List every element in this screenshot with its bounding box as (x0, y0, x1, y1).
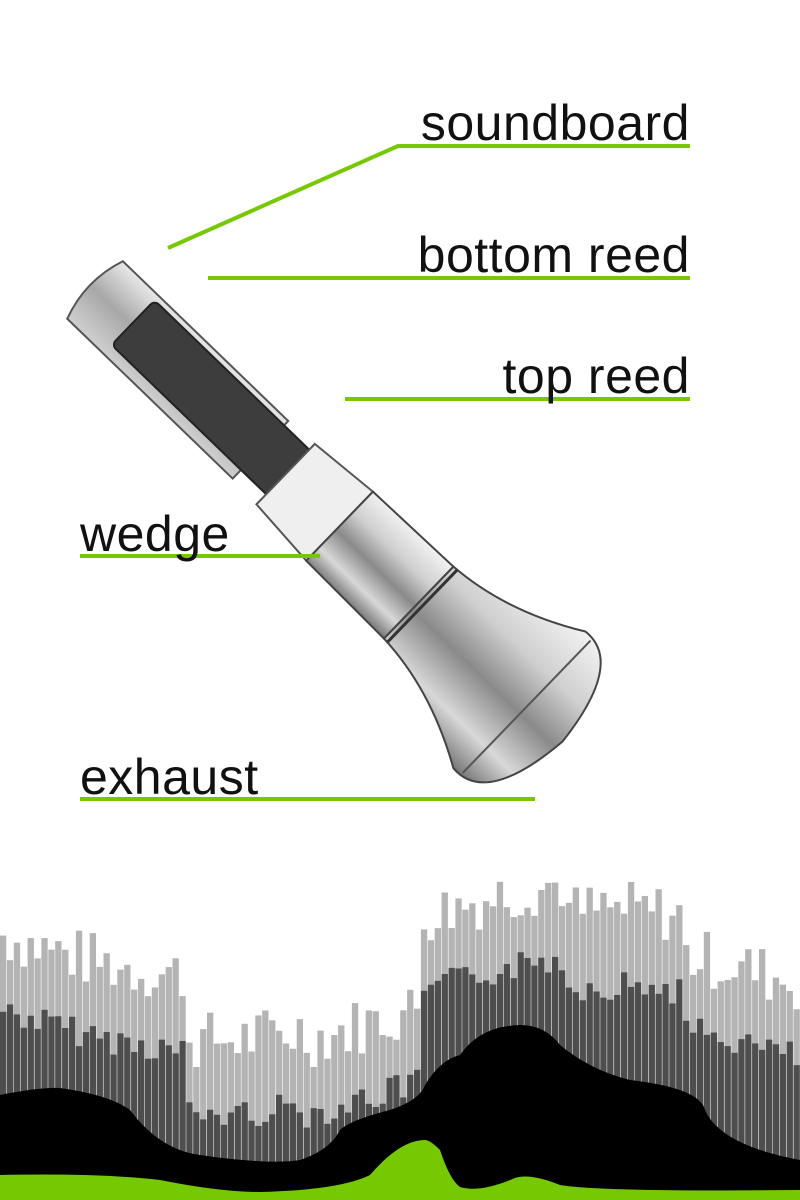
decorative-bar (759, 1049, 766, 1200)
decorative-bar (262, 1010, 269, 1200)
decorative-bar (772, 1044, 780, 1200)
decorative-bar (207, 1012, 214, 1200)
decorative-bar (793, 1065, 800, 1200)
decorative-bar (179, 1040, 186, 1200)
decorative-bar (738, 1039, 745, 1200)
decorative-bar (255, 1015, 262, 1200)
decorative-bar (241, 1102, 248, 1200)
decorative-bar (234, 1106, 241, 1200)
decorative-bar (296, 1019, 303, 1200)
decorative-bar (779, 1054, 786, 1200)
decorative-bar (752, 1043, 759, 1200)
label-top-reed: top reed (502, 348, 690, 404)
black-wave (0, 1025, 800, 1200)
decorative-bar (269, 1114, 276, 1200)
label-soundboard: soundboard (420, 95, 690, 151)
decorative-bar (165, 1045, 172, 1200)
decorative-bar (676, 979, 683, 1200)
leader-lines (80, 144, 690, 801)
decorative-bar (717, 1042, 724, 1200)
decorative-bar (276, 1094, 283, 1200)
decorative-bar (158, 1039, 165, 1200)
decorative-bar (296, 1112, 303, 1200)
soundboard-leader (167, 144, 690, 250)
decorative-bar (303, 1052, 310, 1200)
decorative-bar (207, 1109, 214, 1200)
decorative-bar (310, 1108, 317, 1200)
decorative-bar (289, 1103, 297, 1200)
decorative-bar (220, 1043, 228, 1200)
decorative-bar (282, 1103, 290, 1200)
decorative-bar (731, 1052, 738, 1200)
label-bottom-reed: bottom reed (417, 227, 690, 283)
green-wave (0, 1140, 800, 1200)
duck-call-illustration (66, 260, 602, 784)
decorative-bar (172, 1053, 179, 1200)
decorative-bar (724, 1046, 731, 1200)
decorative-bar (745, 1034, 752, 1200)
decorative-bar (331, 1035, 338, 1200)
reed-part (113, 301, 312, 497)
exhaust-part (382, 565, 602, 784)
label-exhaust: exhaust (80, 749, 259, 805)
decorative-bar (144, 1058, 152, 1200)
label-wedge: wedge (80, 506, 230, 562)
decorative-bar (248, 1120, 255, 1200)
decorative-bar (138, 1040, 145, 1200)
decorative-bar (269, 1020, 276, 1200)
decorative-bar (262, 1121, 269, 1200)
decorative-bar (200, 1029, 207, 1200)
decorative-bar (786, 1041, 793, 1200)
decorative-bar (186, 1102, 193, 1200)
decorative-bar (151, 1058, 159, 1200)
decorative-bar (227, 1112, 234, 1200)
decorative-bar (765, 1039, 773, 1200)
decorative-bar (372, 1011, 379, 1200)
decorative-bar (710, 1032, 717, 1200)
